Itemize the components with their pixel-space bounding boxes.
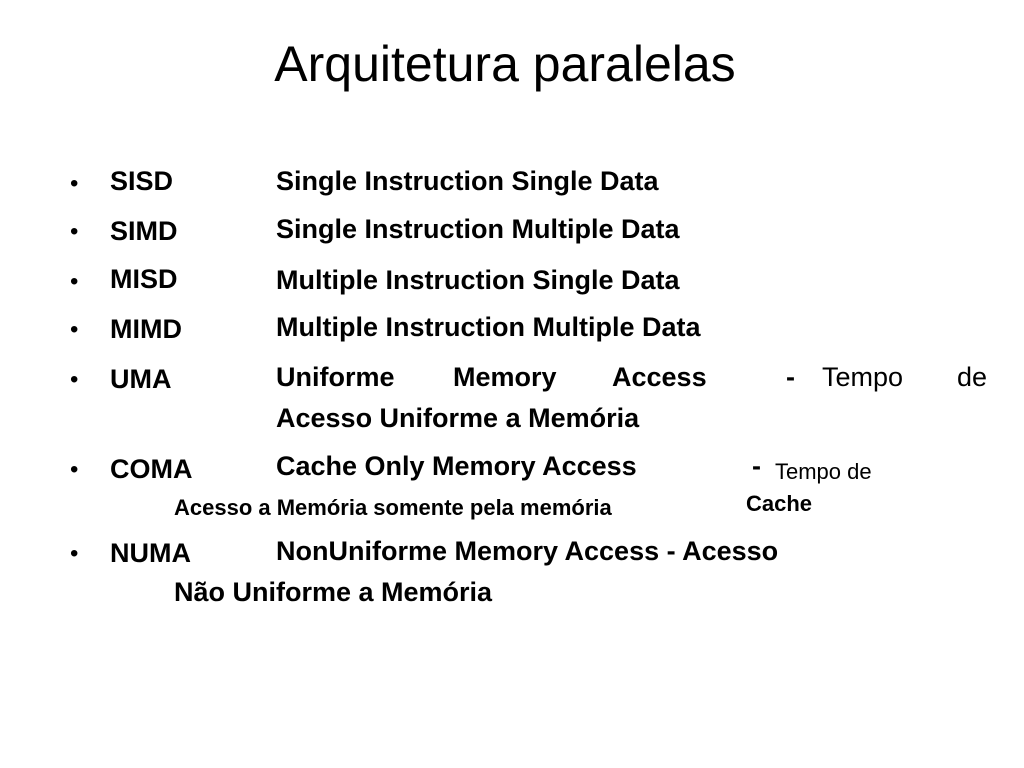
bullet-icon: • <box>70 268 79 295</box>
item-desc-uma: Uniforme Memory Access - Tempo de <box>276 362 988 392</box>
item-desc-misd: Multiple Instruction Single Data <box>276 265 680 295</box>
item-desc-sisd: Single Instruction Single Data <box>276 166 659 196</box>
item-desc-uma-line2: Acesso Uniforme a Memória <box>276 403 640 433</box>
item-abbr-uma: UMA <box>110 364 172 394</box>
item-desc-coma-line2: Acesso a Memória somente pela memória <box>174 495 612 520</box>
item-abbr-mimd: MIMD <box>110 314 182 344</box>
bullet-icon: • <box>70 316 79 343</box>
item-abbr-simd: SIMD <box>110 216 178 246</box>
item-abbr-coma: COMA <box>110 454 193 484</box>
item-abbr-misd: MISD <box>110 264 178 294</box>
item-abbr-sisd: SISD <box>110 166 174 196</box>
bullet-icon: • <box>70 456 79 483</box>
slide-title: Arquitetura paralelas <box>274 36 736 92</box>
item-desc-coma-tail: Tempo de <box>775 459 872 484</box>
item-desc-numa: NonUniforme Memory Access - Acesso <box>276 536 779 566</box>
item-desc-coma-line2-tail: Cache <box>746 491 813 516</box>
item-desc-simd: Single Instruction Multiple Data <box>276 214 680 244</box>
bullet-icon: • <box>70 170 79 197</box>
item-desc-coma: Cache Only Memory Access <box>276 451 637 481</box>
item-abbr-numa: NUMA <box>110 538 191 568</box>
item-desc-coma-dash: - <box>752 451 761 481</box>
bullet-icon: • <box>70 366 79 393</box>
item-desc-numa-line2: Não Uniforme a Memória <box>174 577 493 607</box>
bullet-icon: • <box>70 540 79 567</box>
bullet-icon: • <box>70 218 79 245</box>
item-desc-mimd: Multiple Instruction Multiple Data <box>276 312 701 342</box>
